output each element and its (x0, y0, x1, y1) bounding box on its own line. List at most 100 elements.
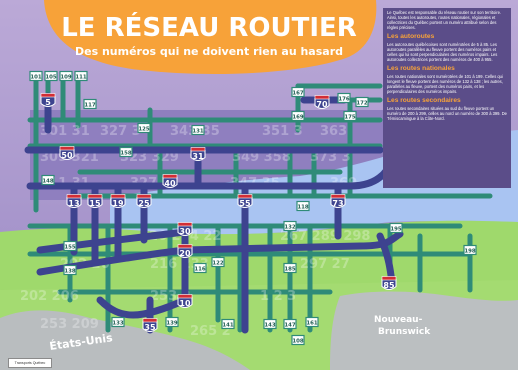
route-marker-body (211, 256, 225, 268)
route-marker-141: 141 (221, 318, 235, 330)
route-marker-label: 118 (297, 204, 309, 210)
route-marker-label: 185 (284, 266, 296, 272)
faded-route-number: 265 2 (190, 324, 231, 339)
autoroute-shield-label: 20 (179, 249, 191, 258)
route-marker-131: 131 (191, 124, 205, 136)
route-marker-body (305, 316, 319, 328)
route-marker-label: 105 (45, 74, 57, 80)
autoroute-shield-body (40, 96, 56, 107)
autoroute-shield-header (142, 318, 158, 323)
autoroutes-text: Les autoroutes québécoises sont numéroté… (387, 41, 498, 62)
route-marker-101: 101 (29, 70, 43, 82)
autoroute-shield-label: 25 (138, 199, 150, 208)
nouveau-brunswick-territory (330, 291, 518, 370)
secondaires-heading: Les routes secondaires (387, 96, 461, 104)
faded-route-number: 349 358 (232, 150, 291, 165)
route-marker-body (63, 264, 77, 276)
autoroute-shield-body (162, 177, 178, 188)
route-marker-label: 143 (264, 322, 276, 328)
route-marker-label: 138 (64, 268, 76, 274)
route-marker-body (283, 318, 297, 330)
route-marker-132: 132 (283, 220, 297, 232)
route-marker-label: 161 (306, 320, 318, 326)
transports-quebec-logo: Transports Québec (8, 358, 52, 368)
autoroute-shield-25: 25 (136, 194, 152, 208)
route-marker-body (463, 244, 477, 256)
route-marker-body (29, 70, 43, 82)
route-marker-108: 108 (291, 334, 305, 346)
route-marker-body (263, 318, 277, 330)
autoroute-shield-header (177, 294, 193, 299)
route-marker-body (83, 98, 97, 110)
route-marker-body (389, 222, 403, 234)
nouveau-brunswick-label-line2: Brunswick (378, 327, 431, 337)
autoroute-shield-label: 13 (68, 199, 79, 208)
autoroute-10-line (96, 296, 189, 319)
autoroute-shield-label: 55 (239, 199, 251, 208)
route-marker-label: 133 (112, 320, 124, 326)
faded-route-number: 323 329 (120, 150, 179, 165)
autoroute-shield-label: 35 (144, 323, 156, 332)
autoroute-shield-header (177, 244, 193, 249)
autoroute-shield-body (136, 197, 152, 208)
route-marker-175: 175 (343, 110, 357, 122)
route-marker-118: 118 (296, 200, 310, 212)
autoroute-shield-40: 40 (162, 174, 178, 188)
route-marker-139: 139 (165, 316, 179, 328)
autoroute-shield-header (190, 147, 206, 152)
faded-route-number: 327 3 (100, 124, 141, 139)
autoroute-shield-body (177, 247, 193, 258)
autoroute-shield-header (59, 146, 75, 151)
autoroute-shield-label: 50 (61, 151, 73, 160)
route-marker-label: 198 (464, 248, 476, 254)
route-marker-161: 161 (305, 316, 319, 328)
autoroute-shield-header (40, 93, 56, 98)
route-marker-133: 133 (111, 316, 125, 328)
autoroute-shield-73: 73 (330, 194, 346, 208)
etats-unis-territory (0, 310, 250, 370)
route-marker-117: 117 (83, 98, 97, 110)
autoroute-shield-body (87, 197, 103, 208)
route-marker-label: 132 (284, 224, 296, 230)
autoroute-shield-body (237, 197, 253, 208)
route-marker-label: 176 (338, 96, 350, 102)
route-marker-167: 167 (291, 86, 305, 98)
autoroute-shield-header (381, 276, 397, 281)
route-marker-185: 185 (283, 262, 297, 274)
route-marker-147: 147 (283, 318, 297, 330)
route-marker-label: 167 (292, 90, 304, 96)
route-marker-body (41, 174, 55, 186)
route-marker-label: 141 (222, 322, 234, 328)
route-marker-body (337, 92, 351, 104)
autoroute-shield-header (177, 222, 193, 227)
route-marker-body (119, 146, 133, 158)
route-marker-label: 139 (166, 320, 178, 326)
autoroute-shield-label: 73 (332, 199, 343, 208)
route-marker-169: 169 (291, 110, 305, 122)
route-marker-body (44, 70, 58, 82)
faded-route-number: 301 31 (40, 124, 90, 139)
route-marker-158: 158 (119, 146, 133, 158)
route-marker-143: 143 (263, 318, 277, 330)
route-marker-122: 122 (211, 256, 225, 268)
autoroute-shield-body (142, 321, 158, 332)
autoroute-shield-20: 20 (177, 244, 193, 258)
route-marker-body (165, 316, 179, 328)
autoroute-shield-50: 50 (59, 146, 75, 160)
autoroute-30-line (36, 228, 189, 254)
route-marker-body (59, 70, 73, 82)
autoroute-shield-body (330, 197, 346, 208)
autoroute-shield-70: 70 (314, 95, 330, 109)
autoroute-shield-5: 5 (40, 93, 56, 107)
autoroutes-heading: Les autoroutes (387, 32, 435, 40)
sidebar-intro: Le Québec est responsable du réseau rout… (387, 10, 502, 30)
route-marker-155: 155 (63, 240, 77, 252)
autoroute-shield-label: 19 (112, 199, 124, 208)
nationales-text: Les routes nationales sont numérotées de… (387, 73, 503, 94)
route-marker-148: 148 (41, 174, 55, 186)
autoroute-shield-header (87, 194, 103, 199)
route-marker-label: 111 (75, 74, 87, 80)
autoroute-shield-label: 30 (179, 227, 191, 236)
national-routes-layer (27, 77, 493, 333)
